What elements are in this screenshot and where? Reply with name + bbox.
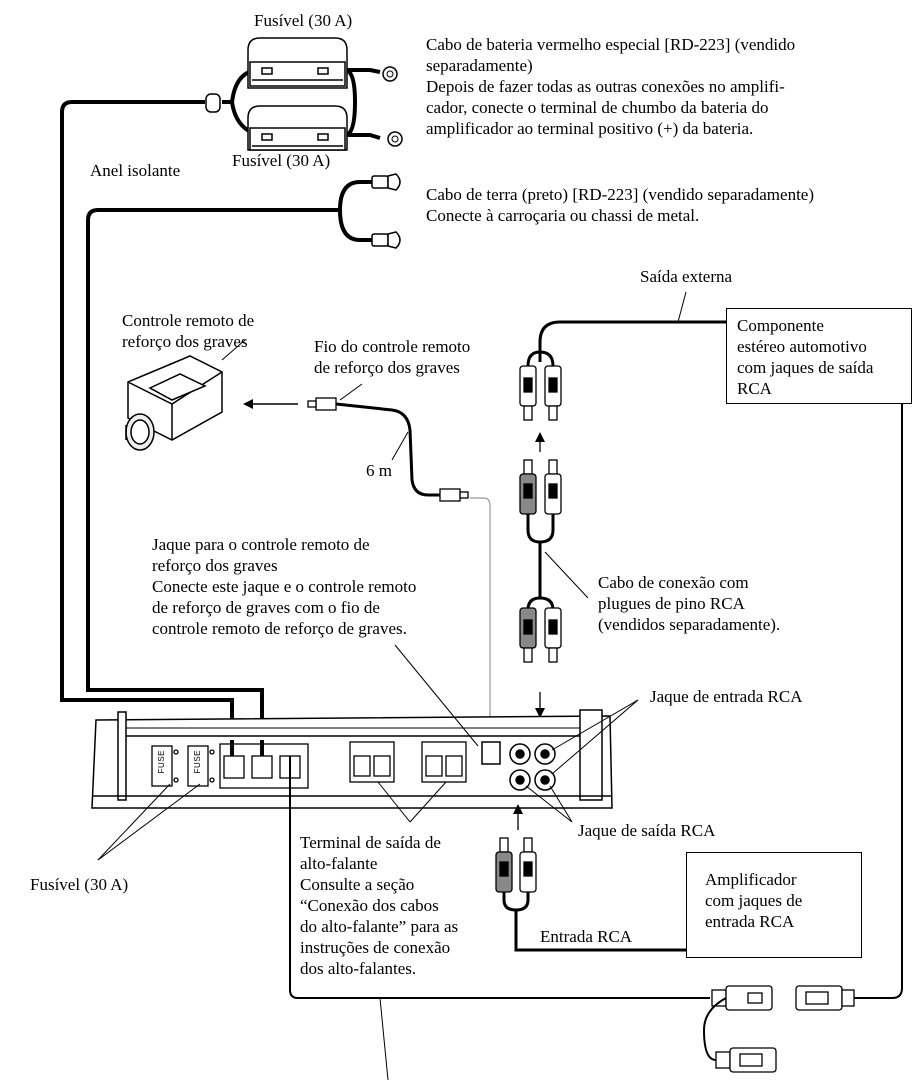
stereo-component-box: Componente estéreo automotivo com jaques… bbox=[726, 308, 912, 404]
fuse-marking-2: FUSE bbox=[193, 750, 202, 774]
rca-output-jack-label: Jaque de saída RCA bbox=[578, 821, 716, 840]
battery-cable-label: Cabo de bateria vermelho especial [RD-22… bbox=[426, 35, 796, 138]
insulating-ring-label: Anel isolante bbox=[90, 161, 181, 180]
rca-connection-cable bbox=[526, 512, 555, 611]
speaker-terminals bbox=[349, 741, 467, 783]
ground-terminals bbox=[371, 173, 401, 249]
ground-cable-label: Cabo de terra (preto) [RD-223] (vendido … bbox=[426, 185, 815, 225]
rca-cable-label: Cabo de conexão com plugues de pino RCA … bbox=[598, 573, 781, 634]
fuse-mid-label: Fusível (30 A) bbox=[232, 151, 331, 170]
fuse-marking-1: FUSE bbox=[157, 750, 166, 774]
fuse-bottom-label: Fusível (30 A) bbox=[30, 875, 129, 894]
ground-cable bbox=[86, 180, 372, 740]
remote-jack-label: Jaque para o controle remoto de reforço … bbox=[152, 535, 417, 638]
fuse-holder-bottom bbox=[247, 105, 348, 151]
rca-plugs-bottom bbox=[495, 837, 537, 893]
bass-remote-wire-label: Fio do controle remoto de reforço dos gr… bbox=[314, 337, 471, 377]
external-output-cable bbox=[526, 320, 726, 367]
external-output-label: Saída externa bbox=[640, 267, 733, 286]
rca-jacks bbox=[509, 743, 556, 791]
speaker-terminal-label: Terminal de saída de alto-falante Consul… bbox=[300, 833, 459, 978]
remote-jack bbox=[481, 741, 501, 765]
bottom-connectors bbox=[711, 985, 855, 1073]
rca-input-jack-label: Jaque de entrada RCA bbox=[650, 687, 803, 706]
bass-remote-wire bbox=[335, 402, 440, 497]
battery-cable bbox=[60, 68, 381, 740]
fuse-holder-top bbox=[247, 37, 348, 89]
bass-remote-device bbox=[125, 355, 223, 451]
rca-plugs-top bbox=[519, 365, 562, 421]
amplifier-rca-box: Amplificador com jaques de entrada RCA bbox=[686, 852, 862, 958]
fuse-top-label: Fusível (30 A) bbox=[254, 11, 353, 30]
rca-input-label: Entrada RCA bbox=[540, 927, 633, 946]
length-label: 6 m bbox=[366, 461, 392, 480]
bass-remote-label: Controle remoto de reforço dos graves bbox=[122, 311, 255, 351]
insulating-ring bbox=[205, 93, 221, 113]
